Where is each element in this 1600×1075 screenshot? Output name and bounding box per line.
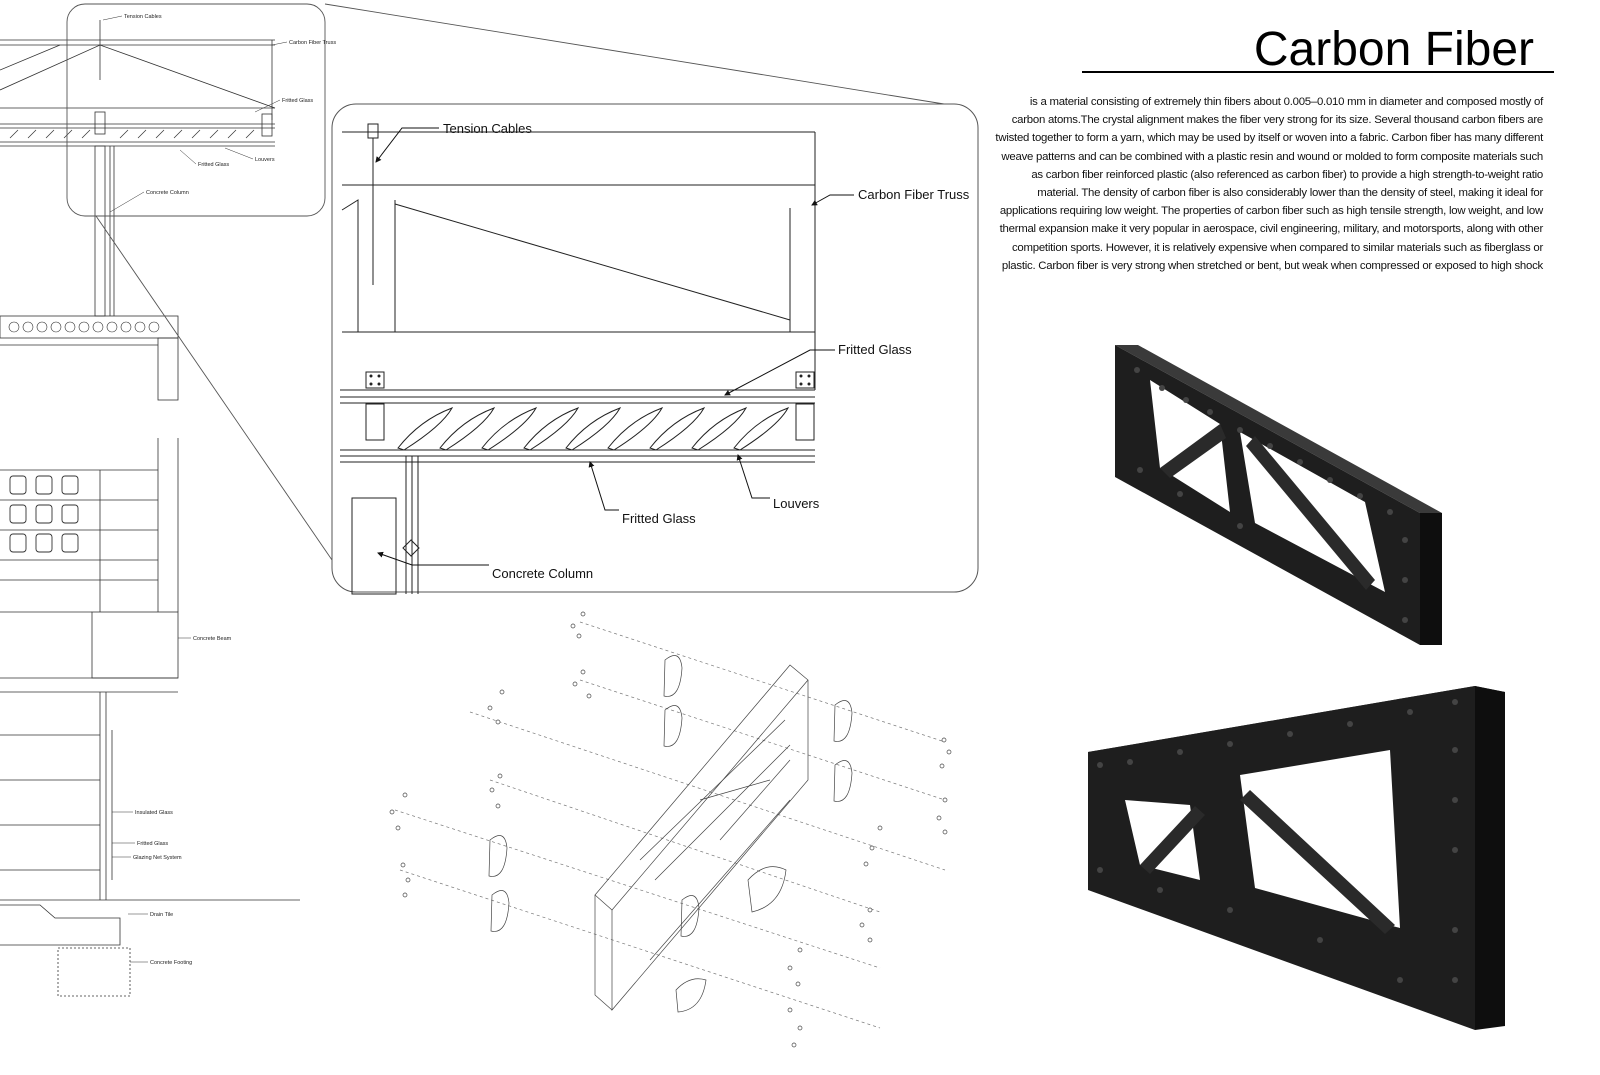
label-concrete-footing: Concrete Footing xyxy=(150,960,192,966)
detail-label-tension-cables: Tension Cables xyxy=(443,121,532,136)
detail-label-carbon-fiber-truss: Carbon Fiber Truss xyxy=(858,187,970,202)
detail-label-fritted-glass-top: Fritted Glass xyxy=(838,342,912,357)
label-carbon-fiber-truss-small: Carbon Fiber Truss xyxy=(289,40,336,46)
section-labels: Tension Cables Carbon Fiber Truss Fritte… xyxy=(124,14,336,966)
exploded-axonometric xyxy=(389,611,952,1048)
wall-section-drawing xyxy=(0,20,300,997)
label-fritted-glass-small-2: Fritted Glass xyxy=(198,162,229,168)
detail-label-concrete-column: Concrete Column xyxy=(492,566,593,581)
section-leaders xyxy=(102,15,288,963)
label-concrete-column-small: Concrete Column xyxy=(146,190,189,196)
title-underline xyxy=(1082,71,1554,73)
label-glazing-net-system: Glazing Net System xyxy=(133,855,182,861)
enlarged-detail: Tension Cables Carbon Fiber Truss Fritte… xyxy=(331,103,979,595)
truss-render-top xyxy=(1115,345,1442,645)
label-tension-cables-small: Tension Cables xyxy=(124,14,162,20)
label-insulated-glass: Insulated Glass xyxy=(135,810,173,816)
page-title: Carbon Fiber xyxy=(1253,23,1534,76)
label-fritted-glass-small: Fritted Glass xyxy=(282,98,313,104)
detail-label-fritted-glass-bottom: Fritted Glass xyxy=(622,511,696,526)
label-concrete-beam: Concrete Beam xyxy=(193,636,232,642)
label-drain-tile: Drain Tile xyxy=(150,912,173,918)
truss-render-bottom xyxy=(1088,686,1505,1030)
description-paragraph: is a material consisting of extremely th… xyxy=(995,96,1543,272)
detail-callout xyxy=(66,3,945,561)
label-fritted-glass-lower: Fritted Glass xyxy=(137,841,168,847)
detail-label-louvers: Louvers xyxy=(773,496,820,511)
label-louvers-small: Louvers xyxy=(255,157,275,163)
